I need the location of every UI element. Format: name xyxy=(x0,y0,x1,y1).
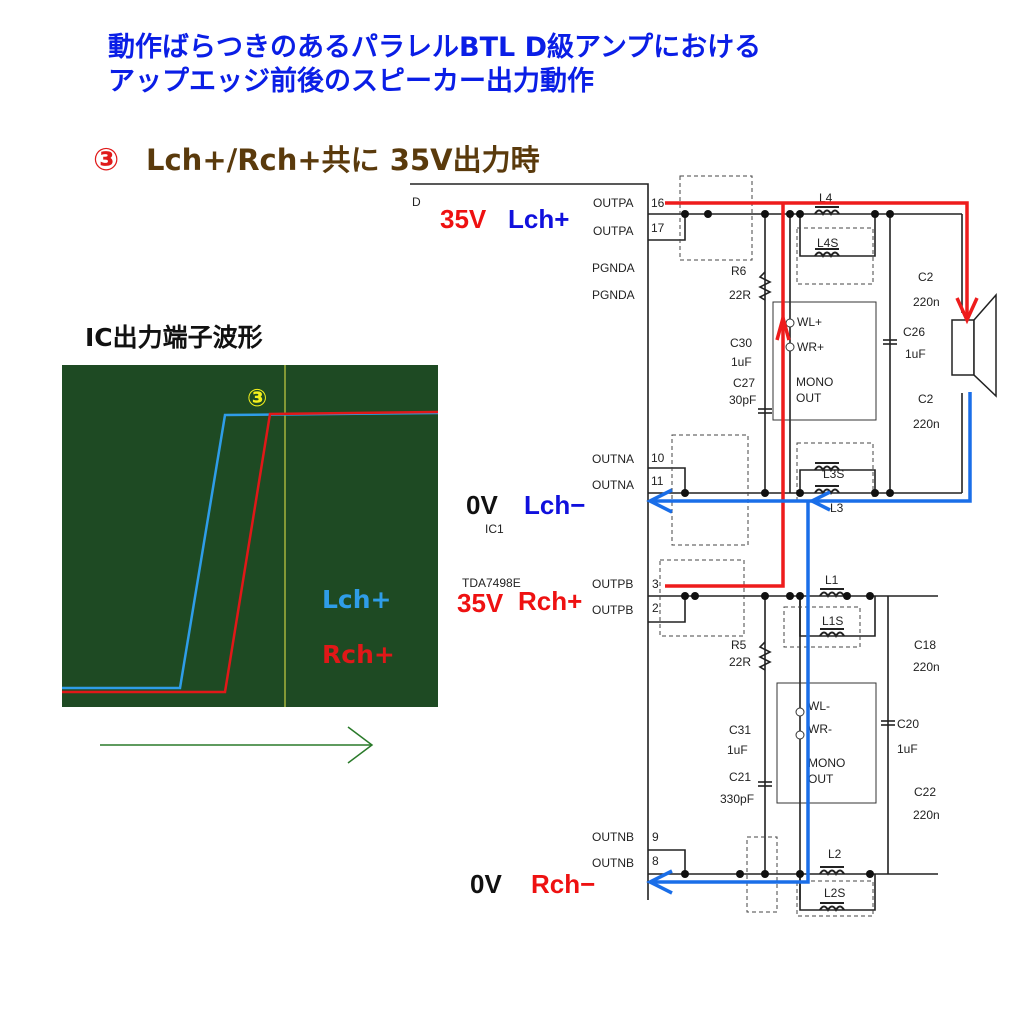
positive-current-path xyxy=(665,201,979,588)
svg-text:L3S: L3S xyxy=(823,467,844,481)
rch-minus-label: Rch− xyxy=(531,869,595,899)
svg-text:22R: 22R xyxy=(729,288,751,302)
chip-label: D xyxy=(412,195,421,209)
svg-text:220n: 220n xyxy=(913,417,940,431)
cursor-marker: ③ xyxy=(247,384,267,412)
rch-plus-label: Rch+ xyxy=(518,586,582,616)
rch-plus-waveform xyxy=(62,410,439,694)
dashed-outlines xyxy=(659,175,874,917)
svg-text:WR+: WR+ xyxy=(797,340,824,354)
svg-text:C2: C2 xyxy=(918,392,934,406)
svg-text:OUTPB: OUTPB xyxy=(592,577,633,591)
svg-text:C21: C21 xyxy=(729,770,751,784)
svg-text:OUT: OUT xyxy=(808,772,834,786)
svg-text:R5: R5 xyxy=(731,638,747,652)
svg-text:WR-: WR- xyxy=(808,722,832,736)
waveform-scope: ③ Lch+ Rch+ xyxy=(62,365,439,707)
svg-text:C27: C27 xyxy=(733,376,755,390)
ic-body xyxy=(410,183,649,900)
time-arrow xyxy=(100,726,374,764)
waveform-heading: IC出力端子波形 xyxy=(85,323,263,352)
svg-text:1uF: 1uF xyxy=(727,743,748,757)
svg-text:PGNDA: PGNDA xyxy=(592,261,635,275)
svg-text:3: 3 xyxy=(652,577,659,591)
svg-text:L4S: L4S xyxy=(817,236,838,250)
svg-text:L3: L3 xyxy=(830,501,844,515)
svg-text:OUTPB: OUTPB xyxy=(592,603,633,617)
lch-minus-voltage: 0V xyxy=(466,490,498,520)
svg-text:220n: 220n xyxy=(913,660,940,674)
svg-text:C26: C26 xyxy=(903,325,925,339)
svg-text:MONO: MONO xyxy=(796,375,833,389)
lch-plus-voltage: 35V xyxy=(440,204,487,234)
svg-text:10: 10 xyxy=(651,451,665,465)
svg-text:8: 8 xyxy=(652,854,659,868)
svg-text:C31: C31 xyxy=(729,723,751,737)
svg-text:220n: 220n xyxy=(913,295,940,309)
schematic: D IC1 TDA7498E OUTPA 16 OUTPA 17 PGNDA PGN… xyxy=(410,175,997,917)
svg-text:OUTNA: OUTNA xyxy=(592,478,634,492)
subtitle-marker: ③ xyxy=(93,142,119,178)
mono-out-box-b xyxy=(776,682,877,804)
svg-text:2: 2 xyxy=(652,601,659,615)
svg-text:30pF: 30pF xyxy=(729,393,756,407)
subtitle-text: Lch+/Rch+共に 35V出力時 xyxy=(146,143,540,177)
svg-text:9: 9 xyxy=(652,830,659,844)
lch-plus-label: Lch+ xyxy=(508,204,569,234)
svg-text:1uF: 1uF xyxy=(897,742,918,756)
svg-text:L2: L2 xyxy=(828,847,842,861)
pin-labels: OUTPA 16 OUTPA 17 PGNDA PGNDA OUTNA 10 OUTN… xyxy=(592,196,665,870)
lch-minus-label: Lch− xyxy=(524,490,585,520)
rch-minus-voltage: 0V xyxy=(470,869,502,899)
negative-current-path xyxy=(646,392,972,895)
mono-out-box-a xyxy=(772,301,877,421)
rch-plus-voltage: 35V xyxy=(457,588,504,618)
speaker-icon xyxy=(951,293,997,398)
svg-text:WL-: WL- xyxy=(808,699,830,713)
svg-text:L2S: L2S xyxy=(824,886,845,900)
svg-text:PGNDA: PGNDA xyxy=(592,288,635,302)
svg-text:22R: 22R xyxy=(729,655,751,669)
junctions xyxy=(681,210,894,878)
svg-text:C18: C18 xyxy=(914,638,936,652)
svg-text:OUTNB: OUTNB xyxy=(592,830,634,844)
inductor-icons xyxy=(814,206,845,913)
component-labels: R6 22R C30 1uF C27 30pF L4 L4S L3S L3 C2… xyxy=(720,191,940,900)
svg-text:1uF: 1uF xyxy=(905,347,926,361)
legend-lch-plus: Lch+ xyxy=(322,585,392,614)
svg-text:330pF: 330pF xyxy=(720,792,754,806)
svg-text:OUTPA: OUTPA xyxy=(593,196,633,210)
svg-text:R6: R6 xyxy=(731,264,747,278)
svg-text:WL+: WL+ xyxy=(797,315,822,329)
svg-text:C2: C2 xyxy=(918,270,934,284)
svg-text:OUT: OUT xyxy=(796,391,822,405)
ic-part: TDA7498E xyxy=(462,576,521,590)
svg-text:C22: C22 xyxy=(914,785,936,799)
svg-text:220n: 220n xyxy=(913,808,940,822)
svg-text:OUTPA: OUTPA xyxy=(593,224,633,238)
ic-ref: IC1 xyxy=(485,522,504,536)
svg-text:OUTNA: OUTNA xyxy=(592,452,634,466)
legend-rch-plus: Rch+ xyxy=(322,640,395,669)
svg-text:C20: C20 xyxy=(897,717,919,731)
svg-text:MONO: MONO xyxy=(808,756,845,770)
svg-text:L1S: L1S xyxy=(822,614,843,628)
title-line-1: 動作ばらつきのあるパラレルBTL D級アンプにおける xyxy=(108,31,761,63)
svg-text:17: 17 xyxy=(651,221,665,235)
svg-text:1uF: 1uF xyxy=(731,355,752,369)
svg-text:11: 11 xyxy=(651,474,664,488)
svg-text:OUTNB: OUTNB xyxy=(592,856,634,870)
svg-text:16: 16 xyxy=(651,196,665,210)
svg-text:C30: C30 xyxy=(730,336,752,350)
title-line-2: アップエッジ前後のスピーカー出力動作 xyxy=(108,65,594,97)
wiring xyxy=(648,213,963,911)
svg-text:L1: L1 xyxy=(825,573,839,587)
net-annotations: 35V Lch+ 0V Lch− 35V Rch+ 0V Rch− xyxy=(440,204,595,899)
